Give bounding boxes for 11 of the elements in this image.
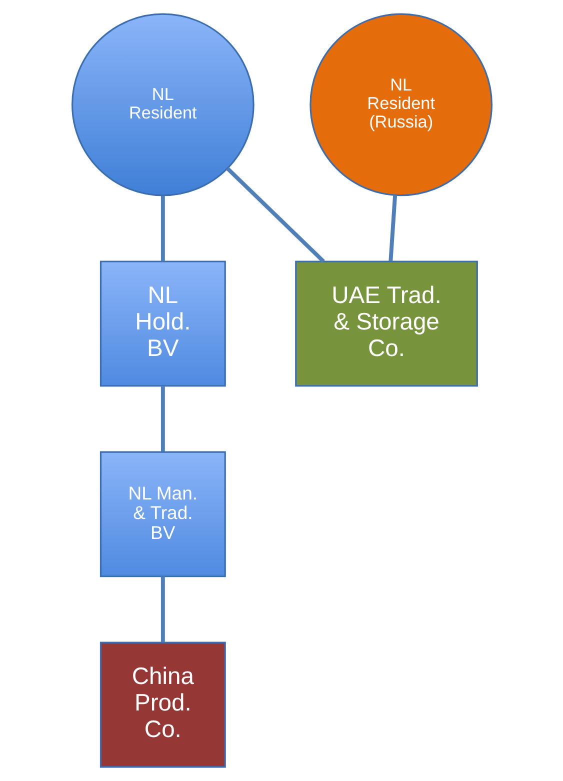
- connector: [160, 576, 164, 642]
- node-box: NL Hold. BV: [99, 260, 226, 387]
- connector: [388, 195, 397, 262]
- connector: [226, 167, 324, 263]
- node-box: China Prod. Co.: [99, 642, 226, 768]
- node-box: UAE Trad. & Storage Co.: [294, 260, 478, 387]
- node-circle: NL Resident (Russia): [309, 13, 492, 196]
- node-box: NL Man. & Trad. BV: [99, 451, 226, 578]
- node-circle: NL Resident: [71, 13, 254, 196]
- connector: [160, 196, 164, 262]
- connector: [160, 386, 164, 452]
